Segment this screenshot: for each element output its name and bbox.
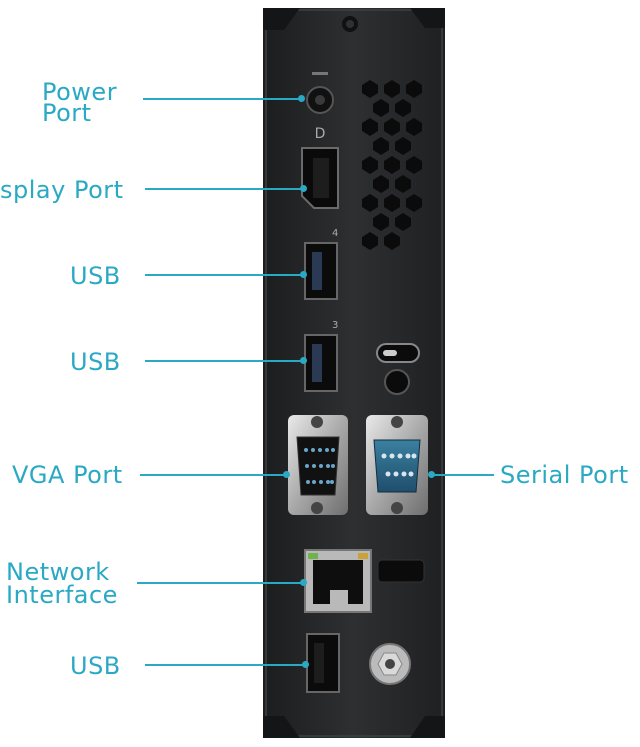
- label-display-port: splay Port: [0, 176, 124, 204]
- lead-serial-port: [428, 471, 494, 478]
- label-vga-port: VGA Port: [12, 461, 123, 489]
- displayport-connector: D: [301, 126, 339, 209]
- lead-power-port-dot: [298, 95, 305, 102]
- label-network-interface: Network Interface: [6, 560, 118, 607]
- lead-network-interface: [137, 579, 307, 586]
- lead-power-port: [143, 95, 305, 102]
- serial-connector: [366, 415, 428, 515]
- antenna-connector: [369, 643, 411, 685]
- label-power-port: Power Port: [42, 80, 117, 125]
- chassis-body: [263, 8, 445, 738]
- usb-port-connector-3: [306, 633, 340, 693]
- lead-display-port-dot: [300, 185, 307, 192]
- power-port-connector: [306, 72, 334, 114]
- lead-usb-2: [145, 357, 307, 364]
- lead-serial-port-dot: [428, 471, 435, 478]
- lead-usb-3-dot: [302, 661, 309, 668]
- svg-text:3: 3: [332, 320, 338, 331]
- label-network-interface-line-2: Interface: [6, 581, 118, 609]
- lead-network-interface-dot: [300, 579, 307, 586]
- lead-display-port: [145, 185, 307, 192]
- svg-text:4: 4: [332, 228, 338, 239]
- switch-and-dc-jack: [376, 343, 420, 395]
- svg-text:D: D: [315, 126, 326, 142]
- label-power-port-line-2: Port: [42, 99, 92, 127]
- label-usb-3: USB: [70, 652, 121, 680]
- lead-usb-3: [145, 661, 309, 668]
- lead-usb-2-dot: [300, 357, 307, 364]
- lead-usb-1-dot: [300, 271, 307, 278]
- label-usb-2: USB: [70, 348, 121, 376]
- ethernet-connector: [304, 549, 425, 613]
- label-network-interface-line-1: Network: [6, 558, 110, 586]
- label-power-port-line-1: Power: [42, 78, 118, 106]
- lead-usb-1: [145, 271, 307, 278]
- vga-connector: [288, 415, 348, 515]
- lead-vga-port-dot: [283, 471, 290, 478]
- vent-grille: [362, 80, 422, 250]
- label-usb-1: USB: [70, 262, 121, 290]
- lead-vga-port: [140, 471, 290, 478]
- label-serial-port: Serial Port: [500, 461, 629, 489]
